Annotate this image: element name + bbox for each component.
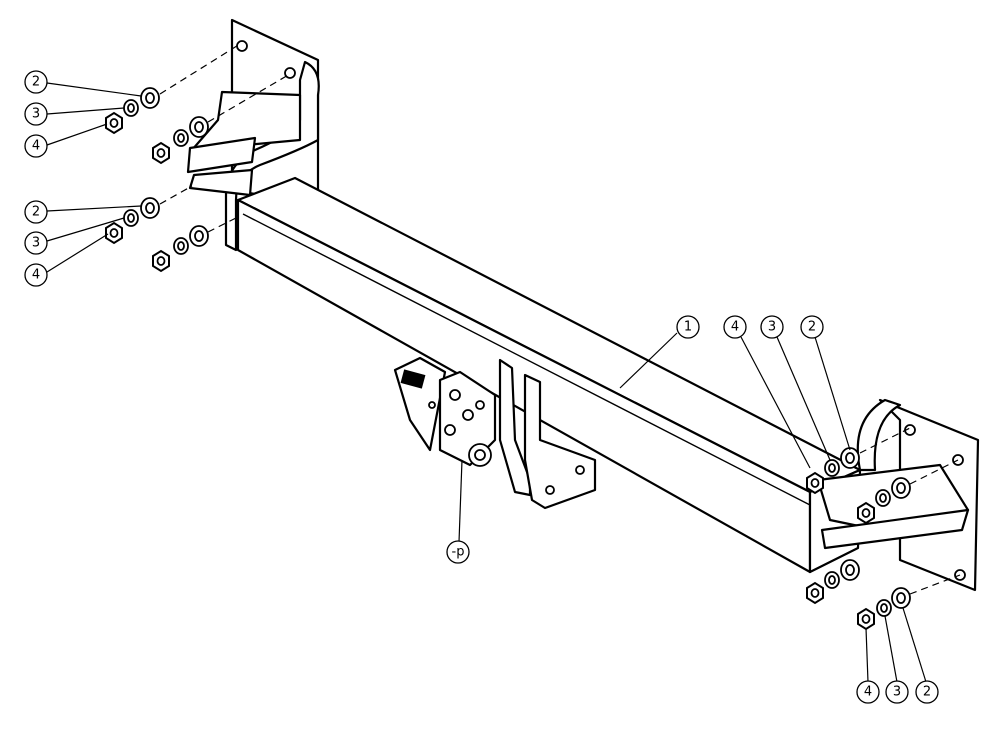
- balloon-left-upper-2: 2: [24, 70, 48, 94]
- balloon-right-upper-3: 3: [760, 315, 784, 339]
- balloon-left-upper-4: 4: [24, 134, 48, 158]
- right-mounting-bracket: [816, 398, 980, 592]
- svg-text:4: 4: [32, 268, 40, 283]
- left-mounting-bracket: [186, 18, 320, 252]
- svg-text:-p: -p: [452, 545, 465, 560]
- svg-text:2: 2: [32, 75, 40, 90]
- hardware-right-upper-rear: [857, 459, 959, 525]
- svg-text:3: 3: [893, 685, 901, 700]
- svg-text:4: 4: [864, 685, 872, 700]
- callout-leaders: [46, 82, 927, 683]
- hardware-left-upper-front: [105, 43, 241, 135]
- balloon-tube-1: 1: [676, 315, 700, 339]
- hardware-right-lower-rear: [857, 574, 961, 631]
- svg-text:1: 1: [684, 320, 692, 335]
- svg-text:2: 2: [32, 205, 40, 220]
- svg-text:2: 2: [808, 320, 816, 335]
- svg-text:2: 2: [923, 685, 931, 700]
- hardware-right-lower-front: [806, 559, 860, 605]
- balloon-left-upper-3: 3: [24, 102, 48, 126]
- center-support-plates: [498, 358, 597, 510]
- balloon-right-lower-3: 3: [885, 680, 909, 704]
- balloon-right-upper-2: 2: [800, 315, 824, 339]
- balloon-left-lower-4: 4: [24, 263, 48, 287]
- svg-text:3: 3: [768, 320, 776, 335]
- svg-text:3: 3: [32, 107, 40, 122]
- balloon-left-lower-3: 3: [24, 231, 48, 255]
- svg-text:3: 3: [32, 236, 40, 251]
- main-cross-tube: [236, 176, 862, 574]
- hardware-left-upper-rear: [152, 73, 291, 165]
- svg-text:4: 4: [32, 139, 40, 154]
- hardware-left-lower-rear: [152, 217, 237, 273]
- balloon-left-lower-2: 2: [24, 200, 48, 224]
- svg-text:4: 4: [731, 320, 739, 335]
- balloon-right-upper-4: 4: [723, 315, 747, 339]
- center-receiver-bracket: [393, 356, 497, 467]
- hardware-left-lower-front: [105, 185, 193, 245]
- balloon-right-lower-2: 2: [915, 680, 939, 704]
- balloon-receiver-p: -p: [446, 540, 470, 564]
- balloon-right-lower-4: 4: [856, 680, 880, 704]
